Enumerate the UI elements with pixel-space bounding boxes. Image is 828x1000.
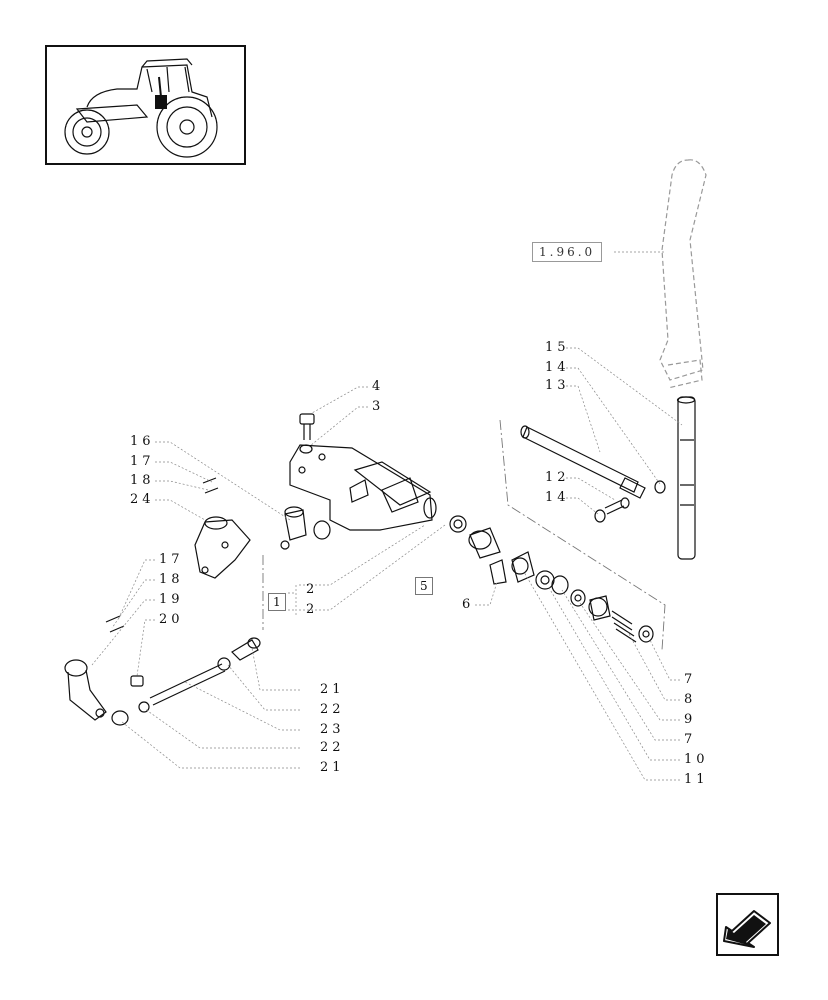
shift-shaft-part <box>520 425 666 499</box>
selector-coupling-part <box>280 506 331 550</box>
callout-13: 13 <box>545 378 570 393</box>
callout-7-lower: 7 <box>684 732 697 747</box>
bolt-part <box>299 413 315 454</box>
callout-3: 3 <box>372 399 385 414</box>
callout-11: 11 <box>684 772 709 787</box>
callout-18: 18 <box>130 473 155 488</box>
callout-17: 17 <box>130 454 155 469</box>
boxed-ref-5[interactable]: 5 <box>415 577 433 595</box>
arrow-back-icon <box>723 910 771 948</box>
clip-part <box>130 675 144 687</box>
group-outline-right <box>499 419 666 651</box>
fork-bracket-part <box>194 516 251 579</box>
pin-part <box>594 497 630 523</box>
callout-24: 24 <box>130 492 155 507</box>
linkage-rod-part <box>111 637 261 726</box>
callout-10: 10 <box>684 752 709 767</box>
tractor-locator-thumbnail <box>45 45 246 165</box>
support-bracket-part <box>289 444 437 531</box>
spring-pins-upper <box>202 477 219 494</box>
callout-21-lower: 21 <box>320 760 345 775</box>
callout-23: 23 <box>320 722 345 737</box>
reference-label-1-96-0[interactable]: 1.96.0 <box>532 242 603 262</box>
gear-lever-phantom <box>659 159 707 389</box>
tractor-locator-icon <box>64 58 218 158</box>
callout-21-upper: 21 <box>320 682 345 697</box>
callout-2-lower: 2 <box>306 602 319 617</box>
callout-18-lower: 18 <box>159 572 184 587</box>
callout-22-lower: 22 <box>320 740 345 755</box>
callout-4: 4 <box>372 379 385 394</box>
callout-12: 12 <box>545 470 570 485</box>
shaft-components-part <box>449 515 654 643</box>
boxed-ref-1[interactable]: 1 <box>268 593 286 611</box>
callout-20: 20 <box>159 612 184 627</box>
callout-8: 8 <box>684 692 697 707</box>
callout-14-lower: 14 <box>545 490 570 505</box>
callout-17-lower: 17 <box>159 552 184 567</box>
callout-16: 16 <box>130 434 155 449</box>
callout-22-upper: 22 <box>320 702 345 717</box>
callout-15: 15 <box>545 340 570 355</box>
spring-pins-lower <box>105 615 125 633</box>
callout-6: 6 <box>462 597 475 612</box>
back-navigation-button[interactable] <box>716 893 779 956</box>
lever-rod-part <box>676 396 696 560</box>
callout-19: 19 <box>159 592 184 607</box>
leader-lines <box>91 251 683 781</box>
callout-7-upper: 7 <box>684 672 697 687</box>
location-marker <box>155 95 167 109</box>
callout-9: 9 <box>684 712 697 727</box>
callout-2-upper: 2 <box>306 582 319 597</box>
callout-14-upper: 14 <box>545 360 570 375</box>
lower-lever-part <box>64 659 107 721</box>
